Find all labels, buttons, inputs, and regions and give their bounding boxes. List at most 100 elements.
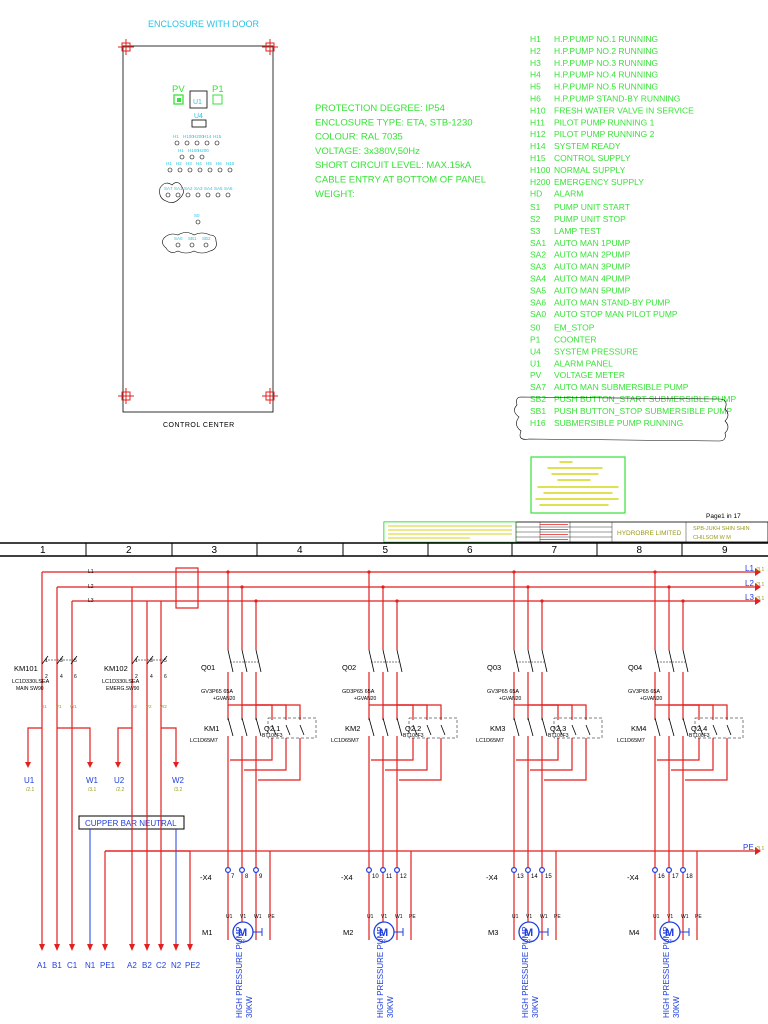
contactor-part: LC1D65M7 [331, 738, 359, 744]
contactor-label: KM3 [490, 724, 505, 733]
enclosure-row1b-lamp [179, 154, 185, 160]
x4-terminal-number: 16 [658, 874, 665, 880]
legend-desc: H.P.PUMP NO.4 RUNNING [554, 70, 658, 80]
enclosure-row4-label: SB2 [202, 236, 211, 241]
legend-desc: AUTO MAN STAND-BY PUMP [554, 297, 671, 307]
pump-description: HIGH PRESSURE PUMP [235, 926, 244, 1018]
column-number: 3 [212, 545, 218, 556]
overload-label: Q2.2 [405, 724, 421, 733]
x4-terminal-number: 15 [545, 874, 552, 880]
column-number: 7 [552, 545, 558, 556]
legend-code: H200 [530, 177, 551, 187]
contactor-label: KM101 [14, 664, 38, 673]
overload-label: Q2.1 [264, 724, 280, 733]
legend-code: H14 [530, 141, 546, 151]
enclosure-row3-label: SA6 [224, 186, 233, 191]
breaker-label: Q04 [628, 663, 642, 672]
enclosure-row2-label: H10 [226, 161, 235, 166]
legend-desc: PUMP UNIT STOP [554, 214, 626, 224]
motor-phase: 3~ [242, 939, 248, 945]
legend-code: S0 [530, 323, 541, 333]
legend-desc: VOLTAGE METER [554, 370, 625, 380]
enclosure-row1-label: H15 [213, 134, 222, 139]
terminal-U2: U2 [114, 776, 125, 785]
overload-part: BT100F3 [262, 733, 283, 739]
legend-desc: AUTO MAN 2PUMP [554, 250, 631, 260]
enclosure-row2-lamp [207, 167, 213, 173]
counter-p1 [212, 94, 223, 105]
legend-code: H16 [530, 418, 546, 428]
enclosure-outline [122, 45, 274, 413]
legend-code: H15 [530, 153, 546, 163]
x4-terminal-number: 7 [231, 874, 235, 880]
enclosure-row1-label: H200 [193, 134, 204, 139]
contactor-label: KM2 [345, 724, 360, 733]
contactor-part: LC1D65M7 [190, 738, 218, 744]
enclosure-row1-lamp [214, 140, 220, 146]
bus-junction-box [175, 567, 199, 609]
contactor-part: LC1D330LSEA [102, 679, 140, 685]
phase-label: U1 [41, 704, 47, 709]
motor-terminal: W1 [681, 914, 689, 920]
enclosure-row3-lamp [185, 192, 191, 198]
enclosure-s0-button [195, 219, 201, 225]
terminal-strip-label: -X4 [341, 873, 353, 882]
neutral-label: CUPPER BAR NEUTRAL [85, 819, 177, 828]
legend-revision-cloud [514, 396, 729, 442]
legend-desc: AUTO MAN 4PUMP [554, 274, 631, 284]
legend-desc: H.P.PUMP NO.5 RUNNING [554, 82, 658, 92]
phase-label: V2 [146, 704, 152, 709]
phase-label: V1 [56, 704, 62, 709]
u4-label: U4 [194, 113, 203, 120]
overload-label: Q2.4 [691, 724, 707, 733]
legend-code: H6 [530, 94, 541, 104]
motor-terminal: U1 [367, 914, 374, 920]
motor-phase: 3~ [669, 939, 675, 945]
motor-label: M1 [202, 928, 212, 937]
legend-code: H11 [530, 117, 545, 127]
l2-ref: /3.1 [756, 582, 765, 588]
x4-terminal-number: 9 [259, 874, 263, 880]
enclosure-row3-label: SA5 [214, 186, 223, 191]
contactor-label: KM102 [104, 664, 128, 673]
legend-desc: SYSTEM READY [554, 141, 621, 151]
overload-part: BT100F3 [403, 733, 424, 739]
motor-label: M3 [488, 928, 498, 937]
spec-line: VOLTAGE: 3x380V,50Hz [315, 146, 420, 157]
motor-terminal: W1 [254, 914, 262, 920]
legend-desc: PUSH BUTTON_STOP SUBMERSIBLE PUMP [554, 406, 732, 416]
legend-desc: AUTO STOP MAN PILOT PUMP [554, 309, 678, 319]
enclosure-row1b-label: H1 [178, 148, 184, 153]
column-number: 5 [383, 545, 389, 556]
enclosure-row2-lamp [177, 167, 183, 173]
enclosure-row3-label: SA4 [204, 186, 213, 191]
p1-label: P1 [212, 84, 224, 95]
enclosure-row1-lamp [174, 140, 180, 146]
x4-terminal-number: 18 [686, 874, 693, 880]
terminal-strip-label: -X4 [200, 873, 212, 882]
motor-glyph: M [238, 927, 247, 939]
enclosure-row2-label: H4 [196, 161, 202, 166]
legend-desc: PILOT PUMP RUNNING 2 [554, 129, 655, 139]
legend-code: H1 [530, 34, 541, 44]
enclosure-row3-lamp [195, 192, 201, 198]
contact-number: 2 [135, 674, 138, 680]
motor-terminal: V1 [240, 914, 246, 920]
enclosure-row4-lamp [175, 242, 181, 248]
x4-terminal-number: 11 [386, 874, 393, 880]
contact-number: 3 [60, 658, 63, 664]
breaker-label: Q02 [342, 663, 356, 672]
l3-ref: /3.1 [756, 596, 765, 602]
legend-code: SA0 [530, 309, 546, 319]
terminal-ref: /2.2 [116, 787, 125, 793]
overload-label: Q2.3 [550, 724, 566, 733]
legend-desc: AUTO MAN 5PUMP [554, 285, 631, 295]
